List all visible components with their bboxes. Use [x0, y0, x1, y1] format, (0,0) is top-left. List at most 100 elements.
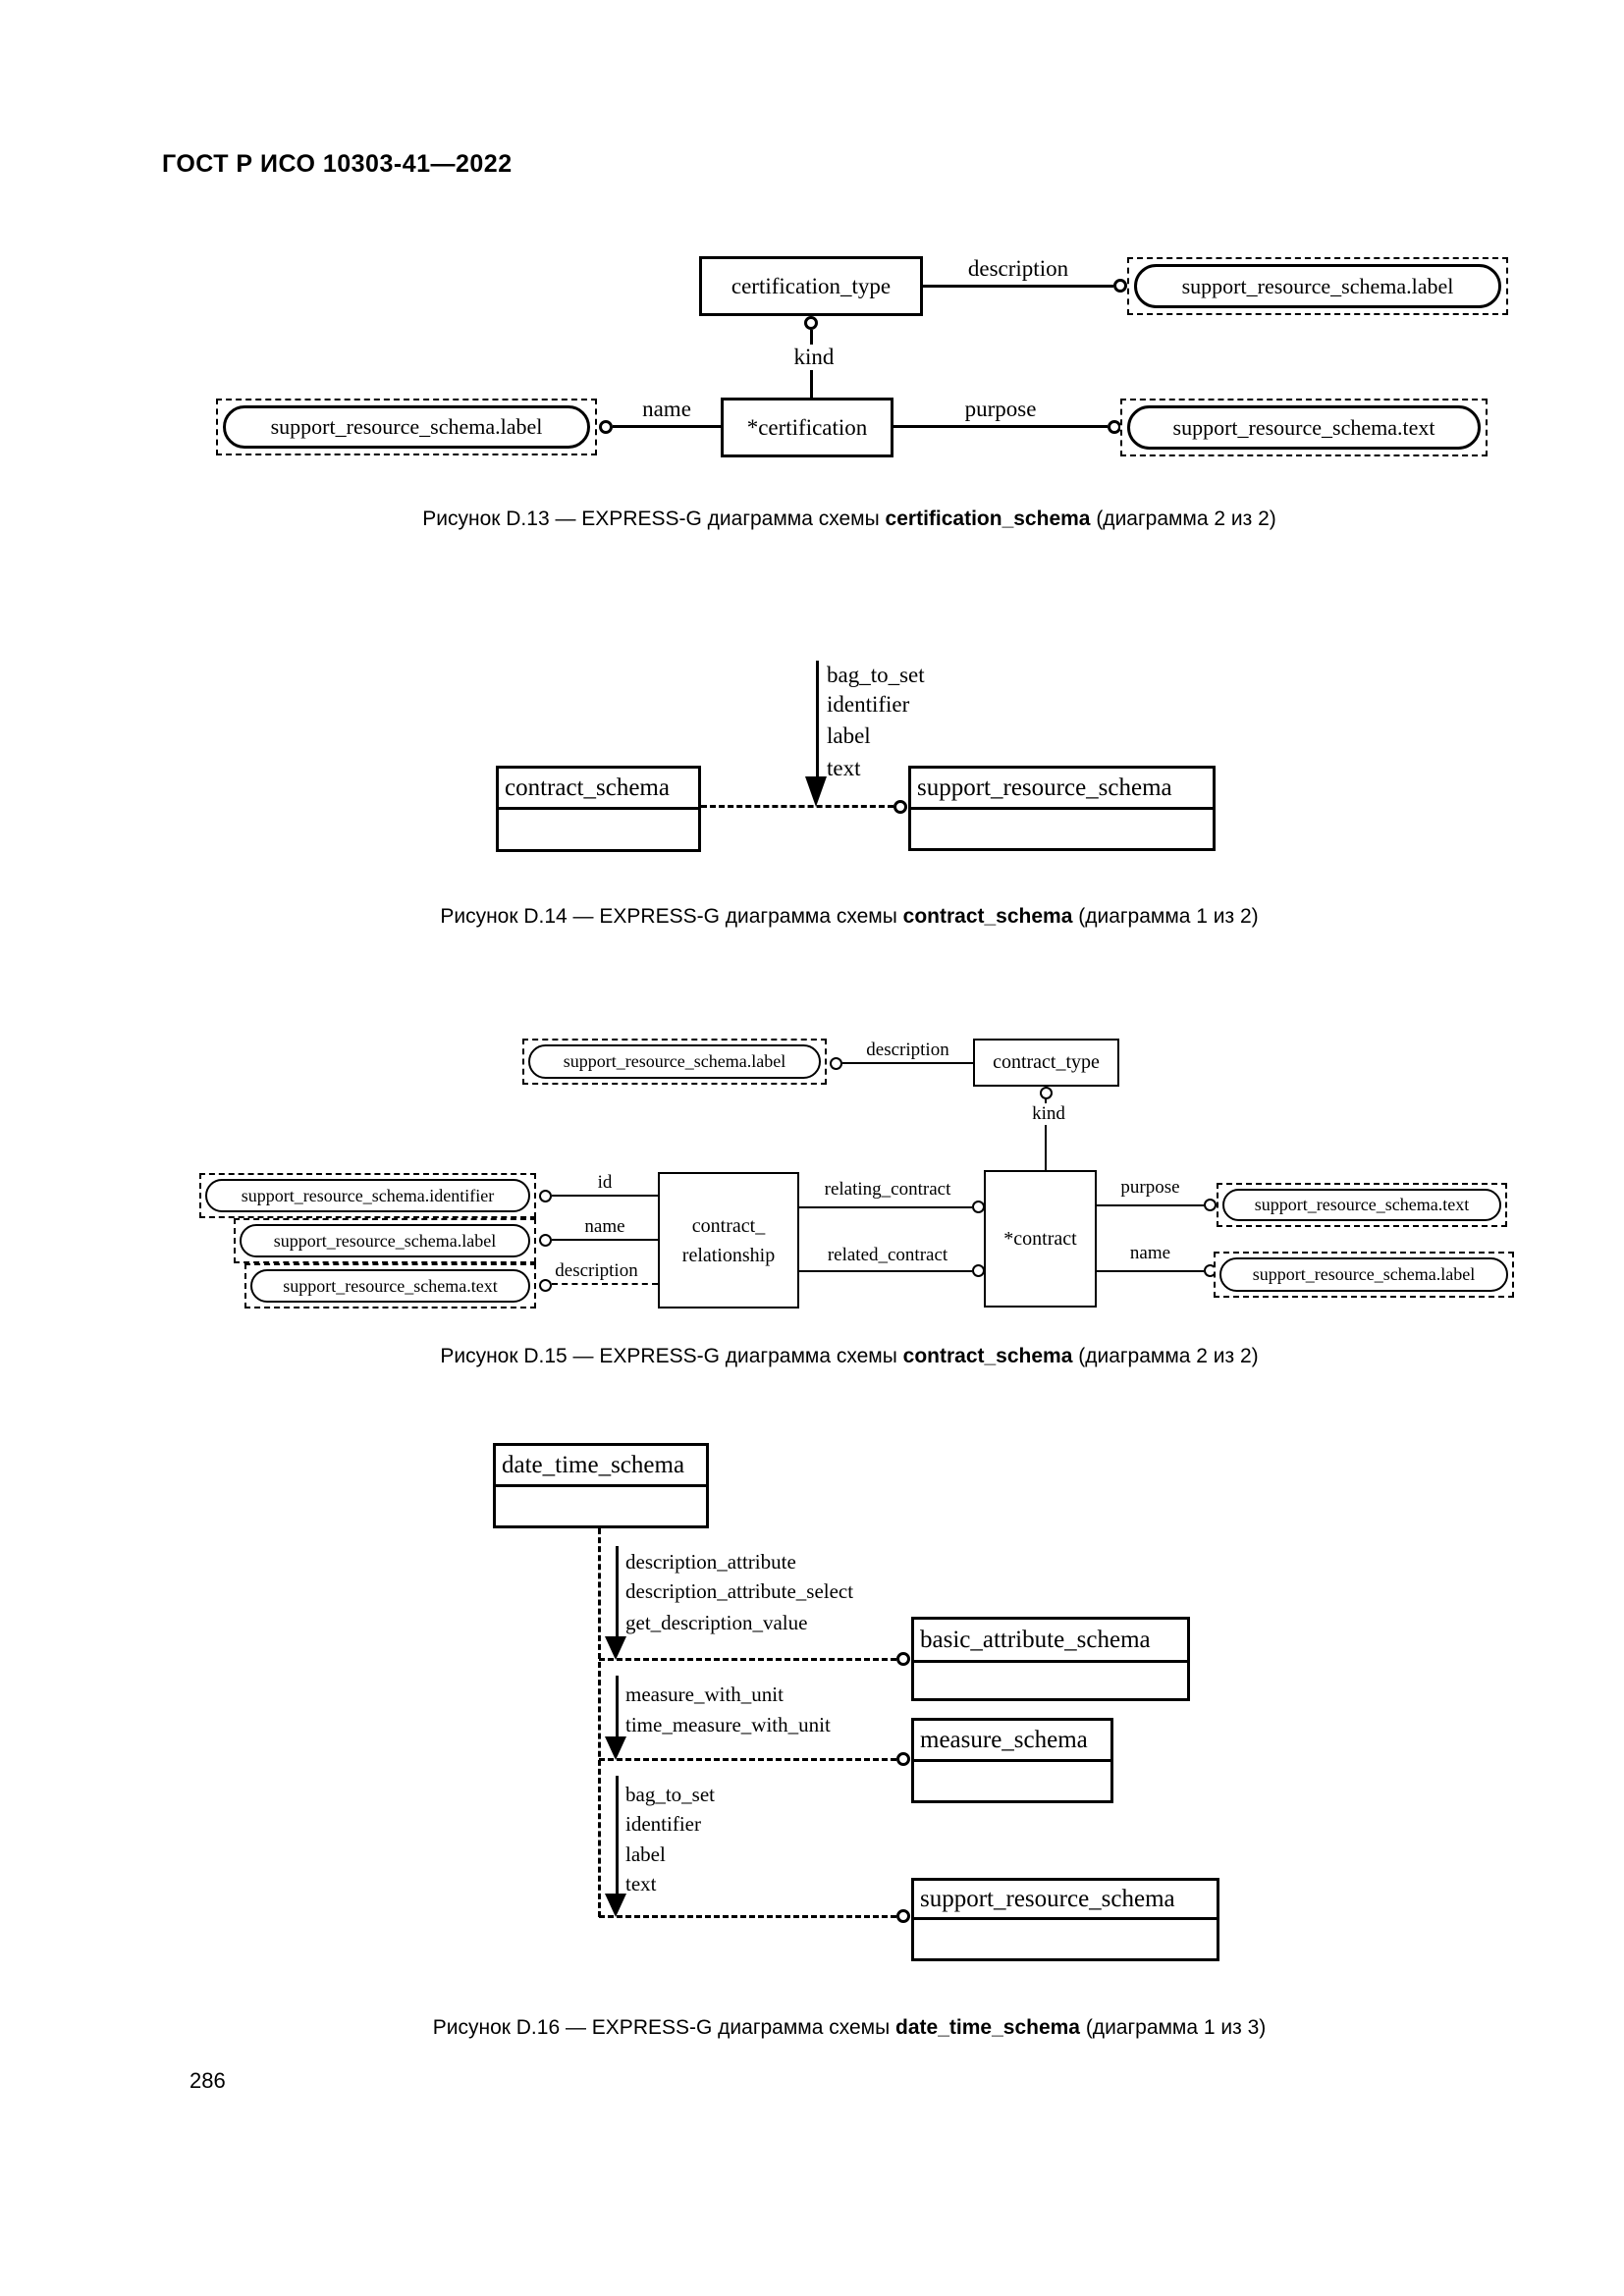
schema-box-measure-schema: measure_schema [911, 1718, 1113, 1803]
edge-line-relating-contract [799, 1206, 972, 1208]
caption-schema-name: contract_schema [902, 1345, 1073, 1367]
entity-certification-type: certification_type [699, 256, 923, 316]
edge-label-description: description [555, 1260, 638, 1281]
relationship-line [816, 661, 819, 776]
pageref-label: support_resource_schema.label [223, 405, 590, 449]
caption-schema-name: date_time_schema [895, 2016, 1080, 2039]
edge-label-id: id [597, 1172, 613, 1193]
schema-box-basic-attribute-schema: basic_attribute_schema [911, 1617, 1190, 1701]
caption-prefix: Рисунок D.16 — EXPRESS-G диаграмма схемы [432, 2016, 896, 2039]
caption-schema-name: contract_schema [902, 905, 1073, 928]
schema-box-support-resource-schema: support_resource_schema [911, 1878, 1219, 1961]
caption-schema-name: certification_schema [885, 507, 1091, 530]
edge-label-description: description [866, 1040, 949, 1060]
schema-name: support_resource_schema [911, 769, 1213, 810]
schema-name: contract_schema [499, 769, 698, 810]
edge-label-description: description [967, 256, 1069, 281]
circle-terminator [804, 316, 818, 330]
entity-contract-relationship: contract_ relationship [658, 1172, 799, 1308]
edge-label-name: name [584, 1216, 625, 1237]
circle-terminator [896, 1752, 910, 1766]
caption-suffix: (диаграмма 2 из 2) [1072, 1345, 1259, 1367]
edge-label-name: name [1129, 1243, 1171, 1263]
edge-line-name [552, 1239, 658, 1241]
interface-label: bag_to_set [827, 663, 925, 687]
interschema-dashed-trunk [598, 1528, 601, 1917]
schema-name: support_resource_schema [914, 1881, 1217, 1920]
edge-label-kind: kind [772, 345, 856, 371]
edge-line-purpose [1097, 1204, 1204, 1206]
interschema-dashed-line [599, 1915, 896, 1918]
schema-box-date-time-schema: date_time_schema [493, 1443, 709, 1528]
interface-label: description_attribute_select [625, 1579, 854, 1603]
caption-prefix: Рисунок D.13 — EXPRESS-G диаграмма схемы [422, 507, 886, 530]
entity-contract-type: contract_type [973, 1039, 1119, 1087]
edge-line-name [1097, 1270, 1204, 1272]
edge-label-purpose: purpose [964, 397, 1037, 421]
pageref-support-resource-schema-label-top: support_resource_schema.label [522, 1039, 827, 1085]
pageref-support-resource-schema-label-top: support_resource_schema.label [1127, 257, 1508, 315]
pageref-support-resource-schema-label-right: support_resource_schema.label [1214, 1252, 1514, 1298]
pageref-support-resource-schema-text-right: support_resource_schema.text [1120, 399, 1488, 456]
arrowhead-down-icon [805, 776, 827, 807]
interschema-dashed-line [701, 805, 893, 808]
arrowhead-down-icon [605, 1636, 626, 1660]
caption-prefix: Рисунок D.15 — EXPRESS-G диаграмма схемы [440, 1345, 903, 1367]
interface-label: identifier [625, 1812, 701, 1836]
circle-terminator [1113, 279, 1127, 293]
circle-terminator [830, 1057, 842, 1070]
interface-label: get_description_value [625, 1611, 808, 1634]
schema-name: measure_schema [914, 1721, 1110, 1762]
edge-label-kind: kind [1016, 1103, 1081, 1125]
interface-label: identifier [827, 692, 910, 717]
schema-name: date_time_schema [496, 1446, 706, 1487]
interface-label: label [827, 723, 871, 748]
circle-terminator [1108, 420, 1121, 434]
edge-line-id [552, 1195, 658, 1197]
relationship-line [616, 1546, 619, 1636]
edge-line-purpose [893, 425, 1108, 428]
pageref-label: support_resource_schema.text [250, 1269, 530, 1303]
schema-box-support-resource-schema: support_resource_schema [908, 766, 1216, 851]
pageref-label: support_resource_schema.text [1222, 1189, 1501, 1221]
pageref-support-resource-schema-identifier: support_resource_schema.identifier [199, 1173, 536, 1218]
caption-suffix: (диаграмма 1 из 2) [1072, 905, 1259, 928]
arrowhead-down-icon [605, 1736, 626, 1760]
interface-label: bag_to_set [625, 1783, 715, 1806]
edge-label-relating-contract: relating_contract [824, 1179, 951, 1200]
relationship-line [616, 1776, 619, 1894]
interschema-dashed-line [599, 1758, 896, 1761]
entity-certification: *certification [721, 398, 893, 457]
circle-terminator [599, 420, 613, 434]
edge-line-description [842, 1062, 973, 1064]
figure-caption-d14: Рисунок D.14 — EXPRESS-G диаграмма схемы… [137, 905, 1561, 929]
caption-suffix: (диаграмма 2 из 2) [1090, 507, 1276, 530]
entity-label-line2: relationship [681, 1244, 776, 1266]
figure-caption-d15: Рисунок D.15 — EXPRESS-G диаграмма схемы… [137, 1345, 1561, 1368]
figure-caption-d13: Рисунок D.13 — EXPRESS-G диаграмма схемы… [137, 507, 1561, 531]
interface-label: time_measure_with_unit [625, 1713, 831, 1736]
pageref-support-resource-schema-label-left: support_resource_schema.label [234, 1218, 536, 1263]
pageref-label: support_resource_schema.label [240, 1224, 530, 1257]
edge-label-name: name [642, 397, 691, 421]
pageref-label: support_resource_schema.label [528, 1044, 821, 1079]
pageref-support-resource-schema-text-left: support_resource_schema.text [244, 1263, 536, 1308]
circle-terminator [896, 1652, 910, 1666]
pageref-label: support_resource_schema.label [1219, 1257, 1508, 1292]
caption-suffix: (диаграмма 1 из 3) [1079, 2016, 1267, 2039]
page-number: 286 [189, 2068, 226, 2093]
interface-label: measure_with_unit [625, 1682, 784, 1706]
edge-line-related-contract [799, 1270, 972, 1272]
interschema-dashed-line [599, 1658, 896, 1661]
pageref-support-resource-schema-text-right: support_resource_schema.text [1217, 1183, 1507, 1227]
caption-prefix: Рисунок D.14 — EXPRESS-G диаграмма схемы [440, 905, 903, 928]
edge-line-kind [1045, 1098, 1047, 1170]
circle-terminator [896, 1909, 910, 1923]
figure-caption-d16: Рисунок D.16 — EXPRESS-G диаграмма схемы… [137, 2016, 1561, 2040]
interface-label: label [625, 1842, 666, 1866]
edge-line-description-dashed [552, 1283, 658, 1285]
pageref-support-resource-schema-label-left: support_resource_schema.label [216, 399, 597, 455]
interface-label: text [827, 756, 861, 780]
circle-terminator [539, 1279, 552, 1292]
